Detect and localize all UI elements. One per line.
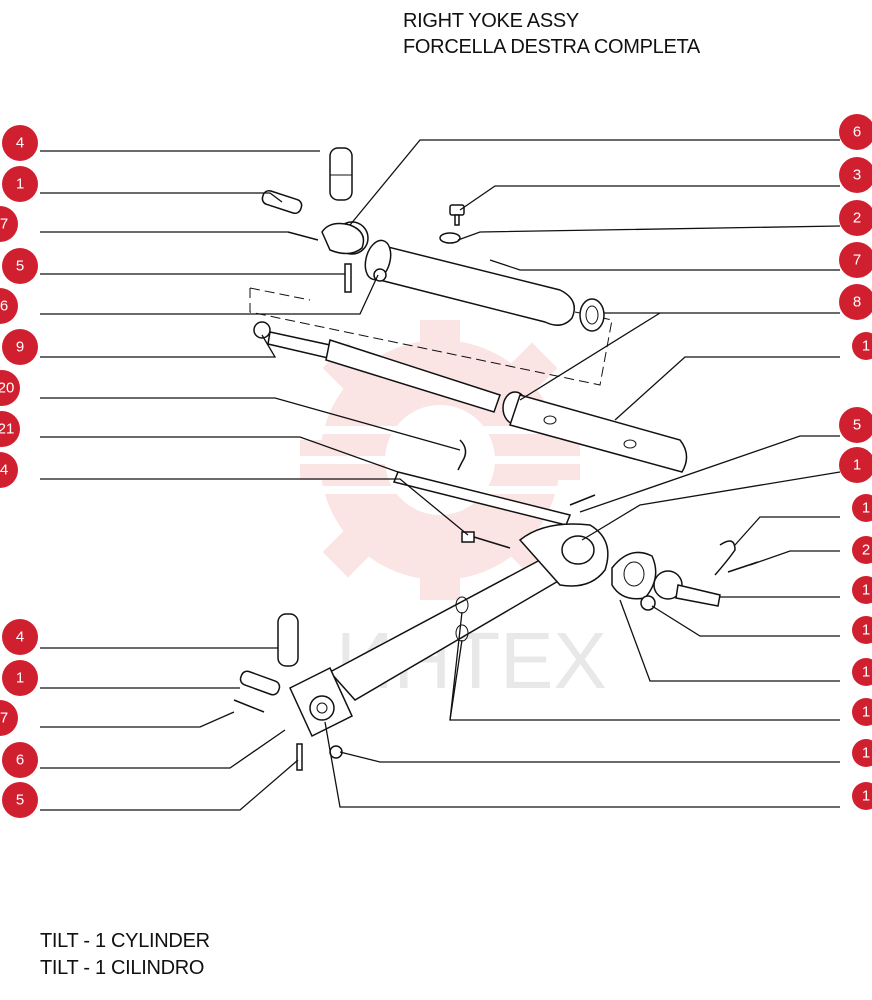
upper-split-pin-5 <box>344 263 352 293</box>
title-english: RIGHT YOKE ASSY <box>403 10 579 32</box>
callout-right-12: 1 <box>852 616 872 644</box>
svg-text:1: 1 <box>862 788 870 805</box>
dashed-assembly-bracket <box>249 287 613 386</box>
callout-right-14: 1 <box>852 698 872 726</box>
callout-right-2: 3 <box>839 157 872 193</box>
small-nut <box>640 595 656 611</box>
upper-seal-8 <box>579 298 605 332</box>
svg-text:6: 6 <box>853 124 861 141</box>
lower-cylinder-barrel <box>328 523 609 701</box>
callout-right-9: 1 <box>852 494 872 522</box>
footer-italian: TILT - 1 CILINDRO <box>40 957 205 979</box>
svg-text:1: 1 <box>853 457 861 474</box>
svg-text:5: 5 <box>853 417 861 434</box>
callout-left-11: 1 <box>2 660 38 696</box>
split-pin-21 <box>457 439 467 471</box>
svg-text:7: 7 <box>853 252 861 269</box>
callout-right-15: 1 <box>852 739 872 767</box>
svg-text:1: 1 <box>862 622 870 639</box>
svg-text:21: 21 <box>0 421 14 438</box>
svg-text:1: 1 <box>862 704 870 721</box>
upper-washer-2 <box>439 232 461 244</box>
svg-text:1: 1 <box>16 176 24 193</box>
piston-rod-9 <box>253 321 528 425</box>
spring-15 <box>569 494 596 506</box>
callout-right-1: 6 <box>839 114 872 150</box>
bolt-14 <box>461 531 511 549</box>
lower-tube-upper-assy <box>509 394 688 473</box>
svg-text:7: 7 <box>0 710 8 727</box>
lower-screw-7 <box>233 699 265 713</box>
svg-text:5: 5 <box>16 258 24 275</box>
callout-right-13: 1 <box>852 658 872 686</box>
svg-text:1: 1 <box>862 500 870 517</box>
svg-text:8: 8 <box>853 294 861 311</box>
lower-pin-4 <box>277 613 299 667</box>
callout-left-6: 9 <box>2 329 38 365</box>
svg-text:9: 9 <box>16 339 24 356</box>
svg-text:1: 1 <box>862 582 870 599</box>
callout-left-4: 5 <box>2 248 38 284</box>
svg-text:1: 1 <box>862 745 870 762</box>
footer-english: TILT - 1 CYLINDER <box>40 930 210 952</box>
callouts-left: 4 1 7 5 6 9 20 21 4 4 1 7 6 5 <box>0 125 38 818</box>
callout-right-3: 2 <box>839 200 872 236</box>
callout-left-5: 6 <box>0 288 18 324</box>
ball-joint <box>653 570 721 607</box>
callout-left-2: 1 <box>2 166 38 202</box>
upper-screw-3 <box>449 204 465 226</box>
callout-left-10: 4 <box>2 619 38 655</box>
leader-lines <box>40 139 841 811</box>
title-italian: FORCELLA DESTRA COMPLETA <box>403 36 700 58</box>
svg-text:20: 20 <box>0 380 14 397</box>
callout-right-16: 1 <box>852 782 872 810</box>
callout-right-11: 1 <box>852 576 872 604</box>
flange-gasket <box>611 551 657 600</box>
svg-text:1: 1 <box>862 338 870 355</box>
callout-left-8: 21 <box>0 411 20 447</box>
svg-text:5: 5 <box>16 792 24 809</box>
svg-text:2: 2 <box>853 210 861 227</box>
diagram-title: RIGHT YOKE ASSY FORCELLA DESTRA COMPLETA <box>403 8 700 60</box>
svg-text:1: 1 <box>862 664 870 681</box>
upper-yoke-6 <box>321 222 365 255</box>
svg-text:6: 6 <box>16 752 24 769</box>
callout-right-4: 7 <box>839 242 872 278</box>
callout-right-5: 8 <box>839 284 872 320</box>
upper-pin-4 <box>329 147 353 201</box>
retaining-clip <box>714 540 759 576</box>
callout-right-7: 5 <box>839 407 872 443</box>
callout-left-3: 7 <box>0 206 18 242</box>
upper-screw-7 <box>287 231 319 241</box>
svg-text:3: 3 <box>853 167 861 184</box>
callout-right-6: 1 <box>852 332 872 360</box>
lower-yoke-6 <box>289 666 353 738</box>
svg-text:4: 4 <box>16 629 24 646</box>
callout-right-8: 1 <box>839 447 872 483</box>
lower-split-pin-5 <box>296 743 303 771</box>
diagram-footer: TILT - 1 CYLINDER TILT - 1 CILINDRO <box>40 928 210 982</box>
callout-left-1: 4 <box>2 125 38 161</box>
callout-left-14: 5 <box>2 782 38 818</box>
svg-text:1: 1 <box>16 670 24 687</box>
callout-left-7: 20 <box>0 370 20 406</box>
callout-left-13: 6 <box>2 742 38 778</box>
callout-left-12: 7 <box>0 700 18 736</box>
svg-text:2: 2 <box>862 542 870 559</box>
svg-text:4: 4 <box>16 135 24 152</box>
svg-text:7: 7 <box>0 216 8 233</box>
callouts-right: 6 3 2 7 8 1 5 1 1 2 1 1 1 1 1 1 <box>839 114 872 810</box>
callout-left-9: 4 <box>0 452 18 488</box>
svg-text:4: 4 <box>0 462 8 479</box>
svg-text:6: 6 <box>0 298 8 315</box>
lower-pin-1 <box>239 670 281 696</box>
callout-right-10: 2 <box>852 536 872 564</box>
